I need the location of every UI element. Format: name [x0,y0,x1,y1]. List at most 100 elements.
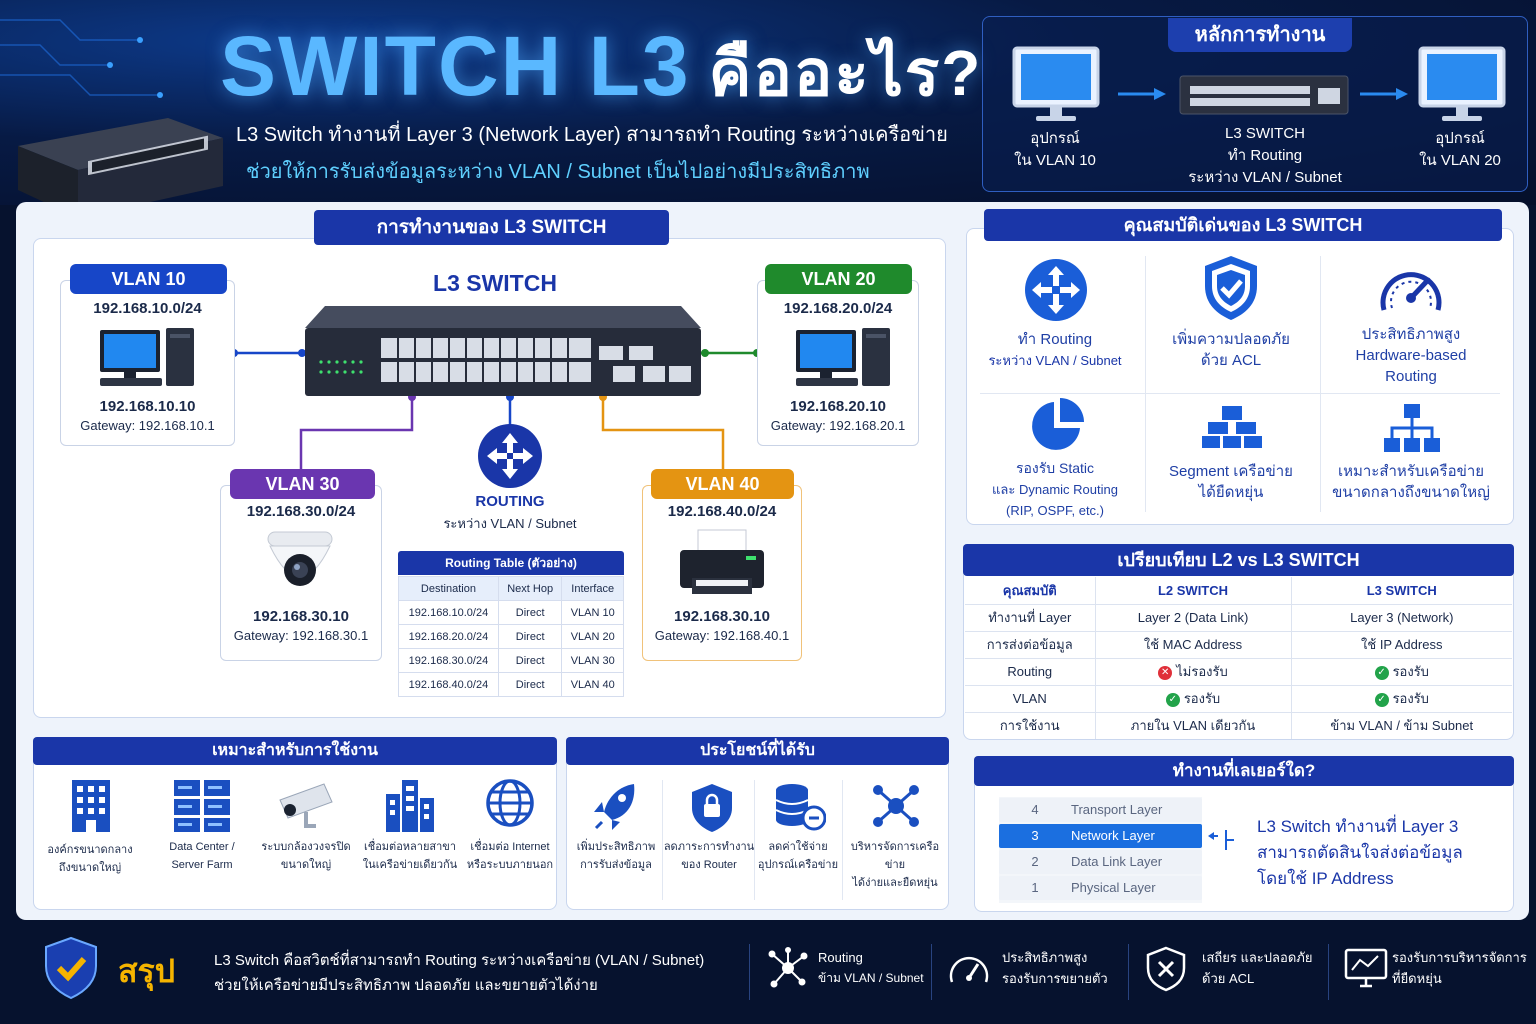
col-next-hop: Next Hop [497,576,563,601]
vlan20-ip: 192.168.20.10 [790,398,886,415]
cell-interface: VLAN 10 [561,600,624,625]
usage-panel [33,750,557,910]
vlan40-gateway: Gateway: 192.168.40.1 [654,628,790,643]
cctv-dome-icon [267,531,333,586]
layers-title: ทำงานที่เลเยอร์ใด? [974,756,1514,786]
cell-l2: ใช้ MAC Address [1094,631,1291,659]
title-question: คืออะไร? [708,37,983,109]
shield-x-icon [1146,946,1186,992]
monitor-network-icon [1344,948,1388,988]
usage-cctv: ระบบกล้องวงจรปิดขนาดใหญ่ [261,841,351,871]
usage-enterprise: องค์กรขนาดกลางถึงขนาดใหญ่ [47,844,133,874]
divider [980,393,1500,394]
hero-subtitle-2: ช่วยให้การรับส่งข้อมูลระหว่าง VLAN / Sub… [246,161,870,183]
vlan40-ip: 192.168.30.10 [674,608,770,625]
cell-property: การส่งต่อข้อมูล [965,631,1095,659]
principle-right-label: อุปกรณ์ใน VLAN 20 [1419,130,1501,169]
switch-icon [1179,75,1349,115]
table-row: VLAN✓รองรับ✓รองรับ [965,685,1512,713]
summary-item-management: รองรับการบริหารจัดการที่ยืดหยุ่น [1392,950,1527,986]
divider [842,780,843,900]
routing-hub-icon [768,947,808,988]
cell-next-hop: Direct [497,600,563,625]
cell-l3: ✓รองรับ [1290,658,1512,686]
benefit-cost: ลดค่าใช้จ่ายอุปกรณ์เครือข่าย [757,841,839,871]
gauge-icon [949,956,989,983]
printer-icon [680,529,764,594]
check-icon: ✓ [1374,665,1389,680]
cell-destination: 192.168.20.0/24 [398,624,499,649]
cell-property: การใช้งาน [999,718,1060,734]
col-l3: L3 SWITCH [1290,577,1512,605]
summary-item-security: เสถียร และปลอดภัยด้วย ACL [1202,950,1313,986]
shield-check-icon [1205,256,1257,320]
cell-l3-text: รองรับ [1392,664,1429,679]
cell-property: VLAN [965,685,1095,713]
network-nodes-icon [873,785,919,827]
cell-l2-text: รองรับ [1183,691,1221,706]
table-row: การใช้งานภายใน VLAN เดียวกันข้าม VLAN / … [965,712,1512,739]
cross-icon: ✕ [1158,665,1173,680]
divider [1328,944,1329,1000]
server-rack-icon [174,780,230,832]
cell-l3: ใช้ IP Address [1290,631,1512,659]
divider [662,780,663,900]
cell-l2: ✓รองรับ [1094,685,1291,713]
summary-text: L3 Switch คือสวิตช์ที่สามารถทำ Routing ร… [214,952,705,994]
vlan40-tag: VLAN 40 [651,469,794,499]
vlan20-gateway: Gateway: 192.168.20.1 [770,418,906,433]
globe-icon [486,779,534,827]
benefit-router-load: ลดภาระการทำงานของ Router [663,841,755,871]
cell-destination: 192.168.10.0/24 [398,600,499,625]
col-interface: Interface [561,576,624,601]
feature-segment: Segment เครือข่ายได้ยืดหยุ่น [1169,463,1293,501]
switch-device-image [18,118,223,218]
segment-blocks-icon [1202,406,1262,448]
speedometer-icon [1380,272,1442,311]
benefit-performance: เพิ่มประสิทธิภาพการรับส่งข้อมูล [576,841,656,871]
vlan40-subnet: 192.168.40.0/24 [667,503,777,520]
desktop-pc-icon [796,328,890,386]
usage-datacenter: Data Center /Server Farm [169,841,235,871]
cell-l2: Layer 2 (Data Link) [1094,604,1291,632]
office-building-icon [72,780,110,832]
table-row: Routing✕ไม่รองรับ✓รองรับ [965,658,1512,686]
vlan10-subnet: 192.168.10.0/24 [93,300,202,317]
col-property: คุณสมบัติ [965,577,1095,605]
usage-title: เหมาะสำหรับการใช้งาน [33,737,557,765]
arrow-right-icon [1360,88,1408,100]
check-icon: ✓ [1165,692,1180,707]
cell-l2: ภายใน VLAN เดียวกัน [1094,712,1291,739]
switch-label: L3 SWITCH [433,270,557,296]
operation-title: การทำงานของ L3 SWITCH [314,210,669,245]
benefit-management: บริหารจัดการเครือข่ายได้ง่ายและยืดหยุ่น [850,841,940,889]
cell-next-hop: Direct [497,672,563,697]
bracket-arrow-icon [1208,830,1234,850]
feature-scale: เหมาะสำหรับเครือข่ายขนาดกลางถึงขนาดใหญ่ [1332,463,1490,501]
vlan30-subnet: 192.168.30.0/24 [246,503,356,520]
rocket-icon [594,784,635,830]
vlan10-gateway: Gateway: 192.168.10.1 [80,418,215,433]
vlan10-tag: VLAN 10 [70,264,227,294]
l3-switch-image [305,306,701,396]
cell-interface: VLAN 30 [561,648,624,673]
network-tree-icon [1384,404,1440,452]
cctv-camera-icon [279,783,333,828]
cell-destination: 192.168.30.0/24 [398,648,499,673]
cell-next-hop: Direct [497,624,563,649]
pie-chart-icon [1032,398,1084,450]
divider [1128,944,1129,1000]
circuit-decoration [0,19,163,98]
